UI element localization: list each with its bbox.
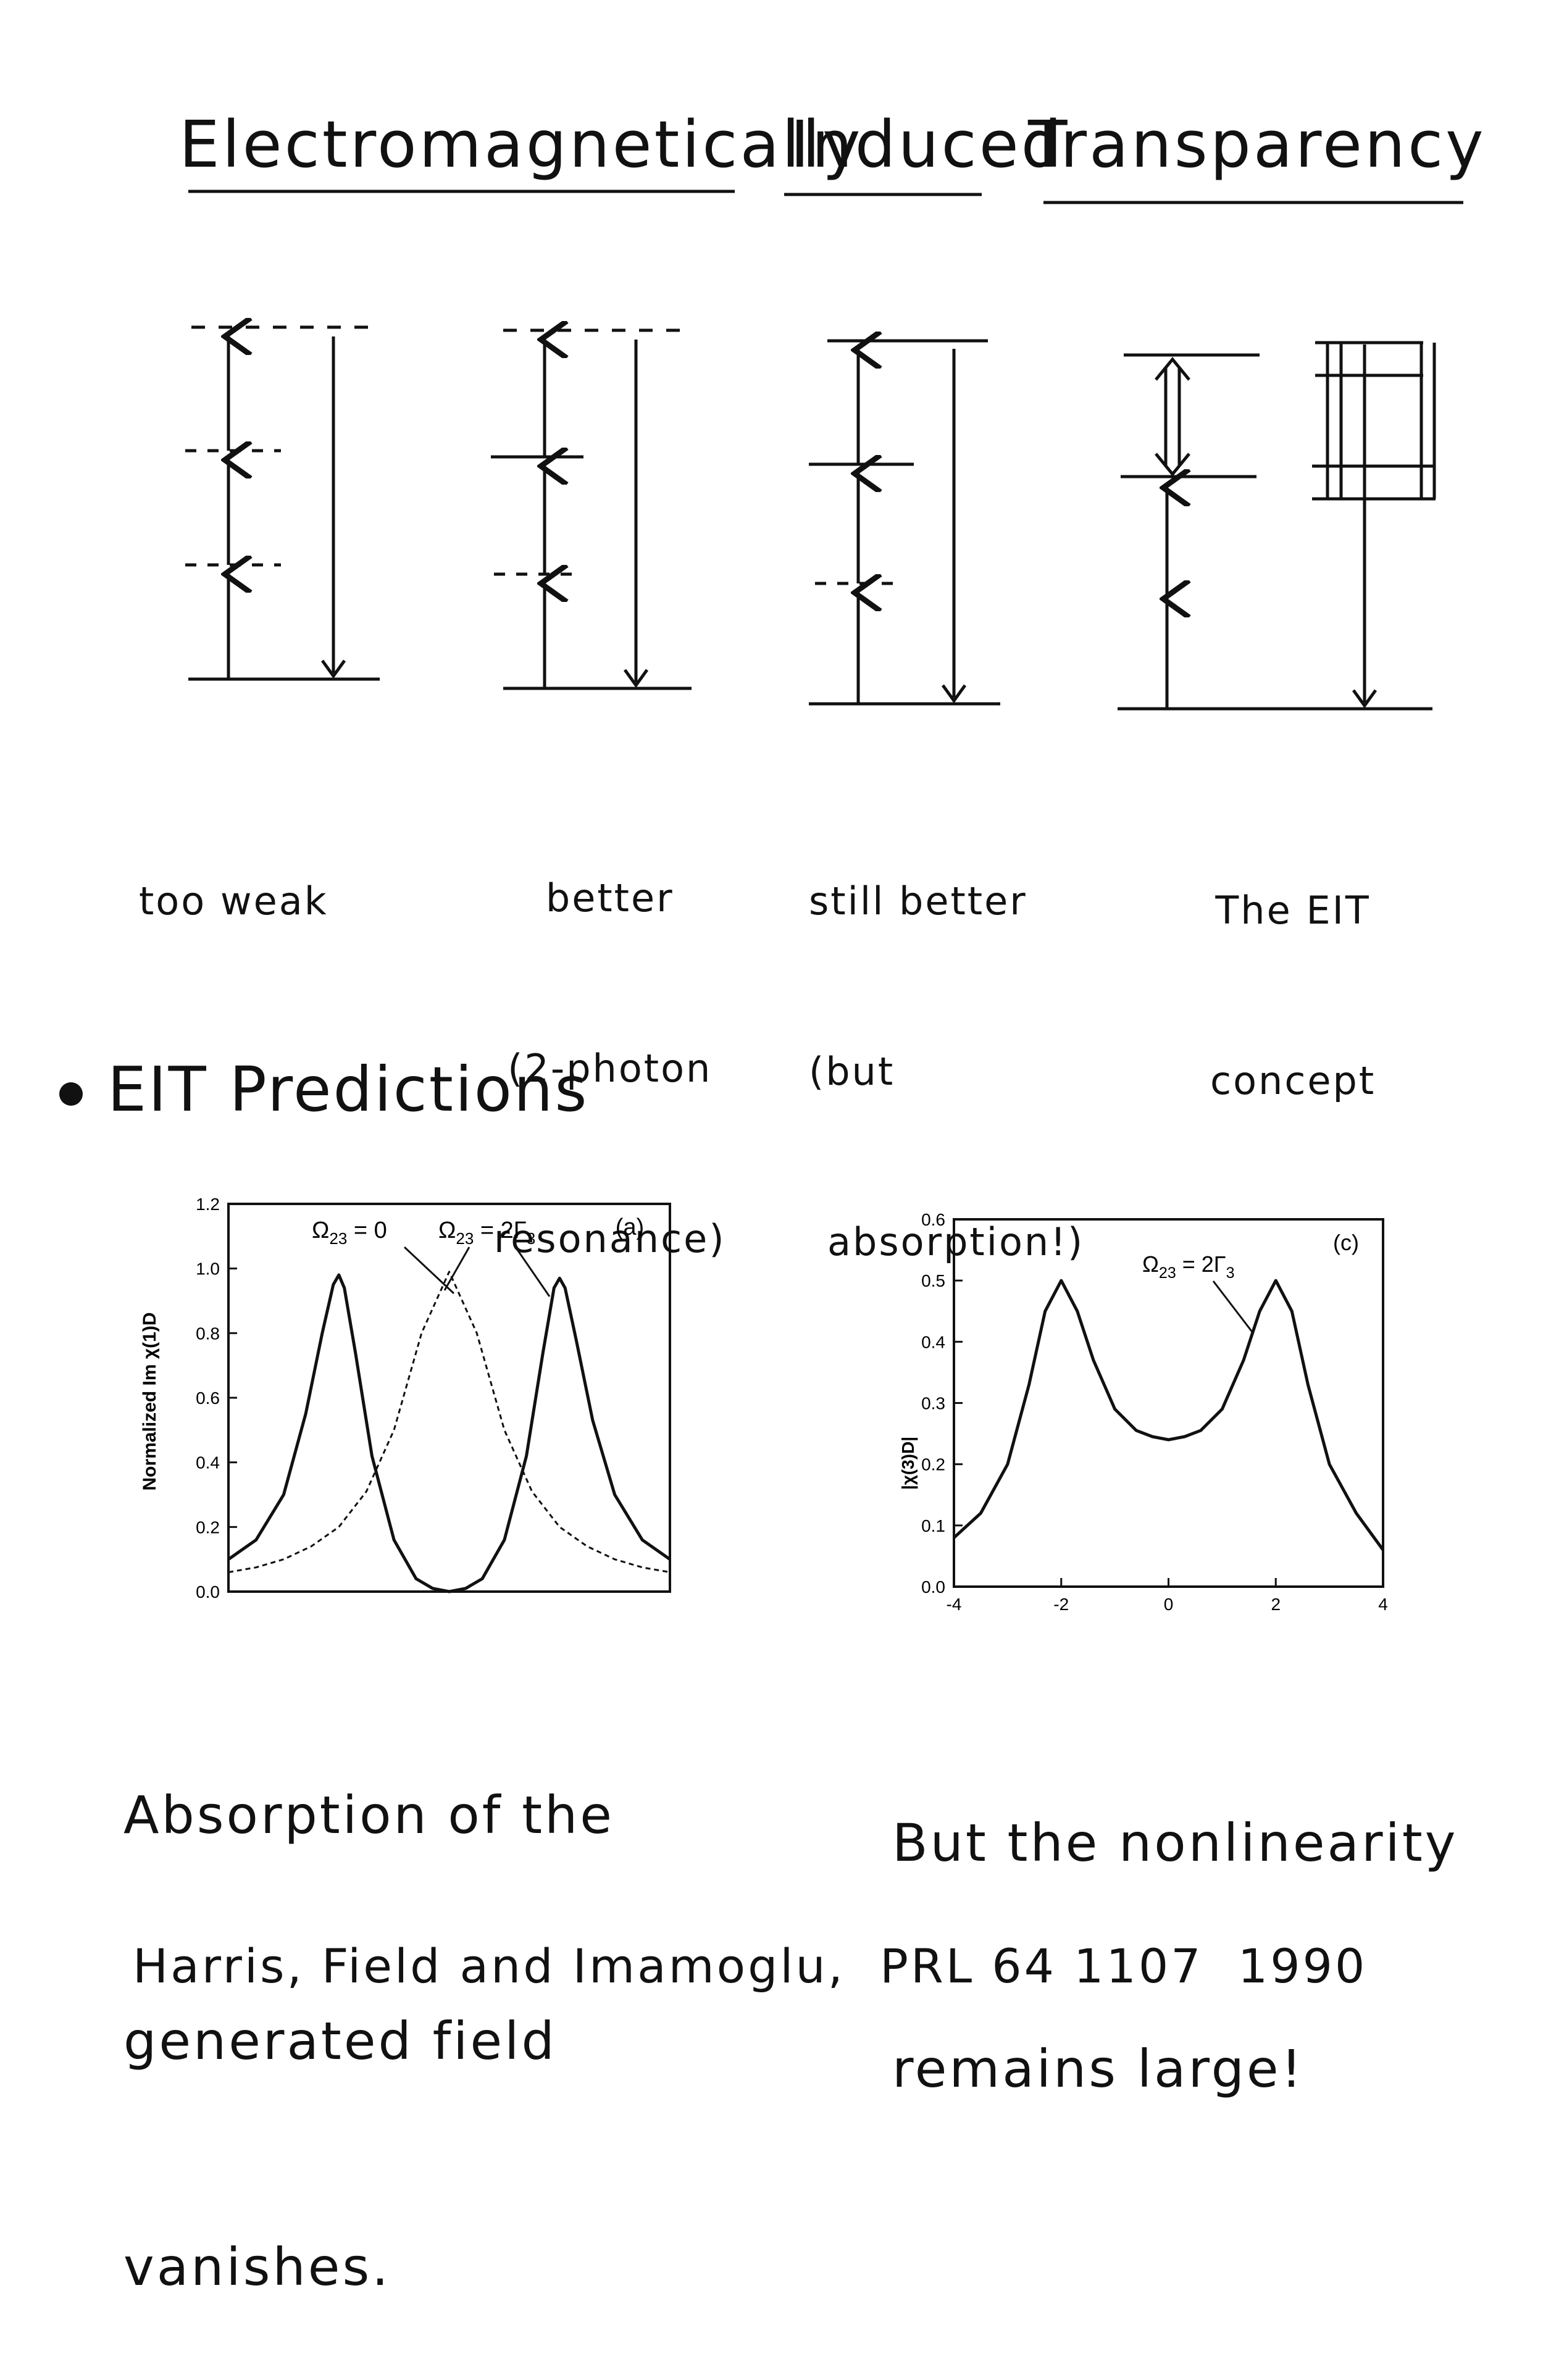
section-heading: EIT Predictions (59, 1050, 588, 1130)
chart-a-annotation-2-pointer-b (514, 1246, 551, 1297)
caption-line: vanishes. (123, 2237, 391, 2297)
y-tick-label: 0.8 (196, 1324, 220, 1343)
caption-left: Absorption of the generated field vanish… (123, 1627, 614, 2380)
title-word-1: Electromagnetically (179, 107, 863, 182)
diagram-eit-concept (1118, 341, 1436, 711)
chart-c-frame (953, 1218, 1384, 1588)
chart-a-annotation-1-pointer (403, 1246, 455, 1295)
label-eit-concept: The EIT concept (1210, 769, 1376, 1166)
y-tick-label: 0.1 (921, 1516, 945, 1535)
label-better: better (2-photon resonance) (494, 756, 726, 1324)
caption-line: But the nonlinearity (892, 1813, 1458, 1873)
y-tick-label: 0.2 (921, 1455, 945, 1474)
energy-level-diagrams (185, 303, 1436, 711)
chart-absorption: 0.0 0.2 0.4 0.6 0.8 1.0 1.2 Normalized Im χ(1)… (140, 1195, 671, 1601)
chart-a-annotation-1: Ω23 = 0 (312, 1217, 387, 1248)
label-line: better (545, 875, 674, 921)
caption-line: remains large! (892, 2039, 1305, 2099)
x-tick-label: 0 (1164, 1595, 1174, 1614)
page-title: Electromagnetically Induced Transparency (179, 107, 1486, 204)
y-tick-label: 0.0 (921, 1577, 945, 1597)
y-tick-label: 1.0 (196, 1259, 220, 1279)
caption-line: generated field (123, 2011, 557, 2071)
diagram-too-weak (185, 327, 380, 681)
label-line: still better (809, 879, 1027, 924)
citation: Harris, Field and Imamoglu, PRL 64 1107 … (133, 1939, 1368, 1994)
label-too-weak: too weak (139, 759, 328, 987)
diagram-still-better (809, 341, 1000, 706)
y-tick-label: 0.0 (196, 1582, 220, 1601)
chart-c-ylabel: |χ(3)D| (898, 1437, 918, 1490)
x-tick-label: 2 (1271, 1595, 1281, 1614)
chart-a-frame (227, 1203, 671, 1593)
chart-c-panel-label: (c) (1333, 1230, 1359, 1255)
series-line-1 (227, 1273, 671, 1593)
y-tick-label: 0.6 (921, 1210, 945, 1229)
label-line: (2-photon (508, 1046, 713, 1091)
y-tick-label: 0.2 (196, 1518, 220, 1537)
title-word-2: Induced (790, 107, 1064, 182)
series-line-0 (228, 1271, 671, 1574)
label-line: concept (1210, 1058, 1376, 1103)
x-tick-label: -4 (947, 1595, 962, 1614)
caption-right: But the nonlinearity remains large! (892, 1655, 1458, 2182)
chart-c-annotation: Ω23 = 2Γ3 (1142, 1251, 1235, 1282)
section-heading-text: EIT Predictions (107, 1053, 589, 1125)
caption-line: Absorption of the (123, 1785, 614, 1845)
chart-c-annotation-pointer (1212, 1280, 1255, 1334)
chart-a-panel-label: (a) (616, 1214, 644, 1240)
y-tick-label: 0.6 (196, 1388, 220, 1408)
y-tick-label: 0.3 (921, 1394, 945, 1413)
bullet-dot (59, 1082, 83, 1106)
label-line: too weak (139, 879, 328, 924)
chart-nonlinearity: 0.0 0.1 0.2 0.3 0.4 0.5 0.6 -4 -2 0 2 4 |χ(3)D| (c)… (898, 1210, 1388, 1614)
label-line: (but (809, 1049, 895, 1094)
chart-a-annotation-2-pointer-a (443, 1246, 470, 1291)
y-tick-label: 0.5 (921, 1271, 945, 1290)
chart-a-annotation-2: Ω23 = 2Γ3 (438, 1217, 535, 1248)
label-line: resonance) (494, 1216, 726, 1261)
title-word-3: Transparency (1027, 107, 1486, 182)
diagram-better (491, 330, 692, 690)
x-tick-label: 4 (1378, 1595, 1388, 1614)
y-tick-label: 0.4 (921, 1332, 945, 1351)
y-tick-label: 0.4 (196, 1453, 220, 1472)
series-line-0 (953, 1279, 1385, 1551)
y-tick-label: 1.2 (196, 1195, 220, 1214)
x-tick-label: -2 (1053, 1595, 1069, 1614)
label-line: The EIT (1215, 888, 1371, 933)
chart-a-ylabel: Normalized Im χ(1)D (140, 1313, 160, 1491)
